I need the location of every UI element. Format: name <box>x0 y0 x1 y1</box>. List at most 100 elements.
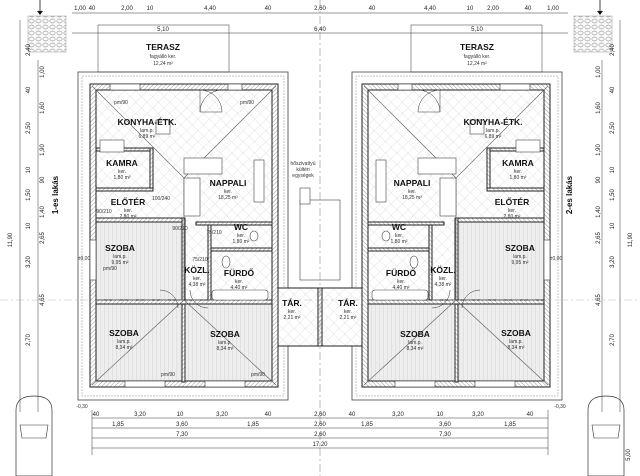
dimension-top: 40 <box>265 6 272 12</box>
room-label: WC <box>392 222 406 232</box>
room-label: ELŐTÉR <box>495 196 529 207</box>
dimension-left: 90 <box>40 176 46 183</box>
dimension-bottom: 3,60 <box>176 422 188 428</box>
room-area: 8,34 m² <box>116 345 133 351</box>
room-floor: ker. <box>344 309 352 315</box>
terrace-area: 12,24 m² <box>467 61 487 67</box>
dimension-left: 4,65 <box>40 294 46 306</box>
room-floor: ker. <box>514 169 522 175</box>
room-area: 1,80 m² <box>114 175 131 181</box>
room-floor: ker. <box>224 189 232 195</box>
room-area: 9,95 m² <box>112 260 129 266</box>
dimension-bottom: 10 <box>177 412 184 418</box>
window-tag: pm/90 <box>103 266 117 272</box>
room-label: SZOBA <box>210 329 240 339</box>
dimension-bottom: 40 <box>527 412 534 418</box>
dimension-bottom: 40 <box>349 412 356 418</box>
level-mark: ±0,00 <box>550 256 563 262</box>
dimension-bottom: 1,85 <box>112 422 124 428</box>
dimension-bottom: 2,60 <box>314 422 326 428</box>
room-area: 4,40 m² <box>231 285 248 291</box>
dimension-top: 5,10 <box>157 27 169 33</box>
dimension-bottom: 3,20 <box>472 412 484 418</box>
dimension-bottom: 1,85 <box>247 422 259 428</box>
room-label: NAPPALI <box>394 178 431 188</box>
room-area: 4,38 m² <box>435 282 452 288</box>
dimension-right: 2,40 <box>610 44 616 56</box>
dimension-right: 2,70 <box>610 334 616 346</box>
dimension-left: 10 <box>26 222 32 229</box>
dimension-right: 2,50 <box>610 122 616 134</box>
room-area: 8,34 m² <box>407 346 424 352</box>
dimension-right: 1,50 <box>610 189 616 201</box>
dimension-top: 10 <box>467 6 474 12</box>
room-label: ELŐTÉR <box>111 196 145 207</box>
terrace-label: TERASZ <box>460 42 494 52</box>
unit-2 <box>319 0 625 476</box>
dimension-top: 40 <box>89 6 96 12</box>
dimension-left: 40 <box>26 86 32 93</box>
dimension-top: 40 <box>525 6 532 12</box>
dimension-top: 2,00 <box>121 6 133 12</box>
room-label: SZOBA <box>105 243 135 253</box>
dimension-left: 1,60 <box>40 102 46 114</box>
terrace-floor: fagyálló ker. <box>464 54 491 60</box>
level-mark: -0,30 <box>76 404 88 410</box>
dimension-bottom: 7,30 <box>439 432 451 438</box>
dimension-bottom: 3,20 <box>216 412 228 418</box>
dimension-top: 1,00 <box>74 6 86 12</box>
dimension-bottom: 40 <box>93 412 100 418</box>
dimension-top: 2,60 <box>314 6 326 12</box>
dimension-left: 2,65 <box>40 232 46 244</box>
dimension-top: 40 <box>369 6 376 12</box>
room-floor: ker. <box>118 169 126 175</box>
room-label: KAMRA <box>502 158 534 168</box>
dimension-bottom: 3,60 <box>439 422 451 428</box>
room-label: FÜRDŐ <box>386 267 417 278</box>
dimension-right: 11,90 <box>628 232 634 247</box>
dimension-bottom: 3,20 <box>134 412 146 418</box>
room-label: SZOBA <box>400 329 430 339</box>
door-tag: 90/210 <box>172 226 188 232</box>
room-label: KÖZL. <box>184 265 210 275</box>
room-floor: lam.p. <box>509 339 523 345</box>
room-floor: ker. <box>408 189 416 195</box>
unit-label-2: 2-es lakás <box>565 175 574 214</box>
room-label: KONYHA-ÉTK. <box>463 117 522 127</box>
door-tag: 100/240 <box>152 196 170 202</box>
dimension-left: 1,50 <box>26 189 32 201</box>
room-area: 9,95 m² <box>512 260 529 266</box>
room-area: 8,34 m² <box>217 346 234 352</box>
dimension-right: 40 <box>610 86 616 93</box>
dimension-left: 2,40 <box>26 44 32 56</box>
room-area: 6,89 m² <box>139 134 156 140</box>
dimension-top: 5,10 <box>471 27 483 33</box>
dimension-bottom: 40 <box>265 412 272 418</box>
dimension-bottom: 1,85 <box>361 422 373 428</box>
dimension-bottom: 2,60 <box>314 432 326 438</box>
dimension-right: 3,20 <box>610 256 616 268</box>
door-tag: 75/210 <box>192 257 208 263</box>
room-area: 18,25 m² <box>218 195 238 201</box>
room-floor: ker. <box>237 233 245 239</box>
dimension-top: 4,40 <box>424 6 436 12</box>
room-floor: ker. <box>439 276 447 282</box>
dimension-top: 4,40 <box>204 6 216 12</box>
dimension-right: 90 <box>596 176 602 183</box>
room-area: 1,80 m² <box>510 175 527 181</box>
dimension-bottom: 3,20 <box>392 412 404 418</box>
room-area: 1,80 m² <box>391 239 408 245</box>
unit-label-1: 1-es lakás <box>51 175 60 214</box>
room-label: TÁR. <box>282 298 302 308</box>
room-label: WC <box>234 222 248 232</box>
room-floor: lam.p. <box>117 339 131 345</box>
room-floor: lam.p. <box>113 254 127 260</box>
window-tag: pm/90 <box>161 372 175 378</box>
dimension-left: 2,70 <box>26 334 32 346</box>
dimension-top: 10 <box>147 6 154 12</box>
heat-pump-note: kültéri <box>296 167 309 173</box>
heat-pump-note: egységek <box>292 173 314 179</box>
terrace-label: TERASZ <box>146 42 180 52</box>
